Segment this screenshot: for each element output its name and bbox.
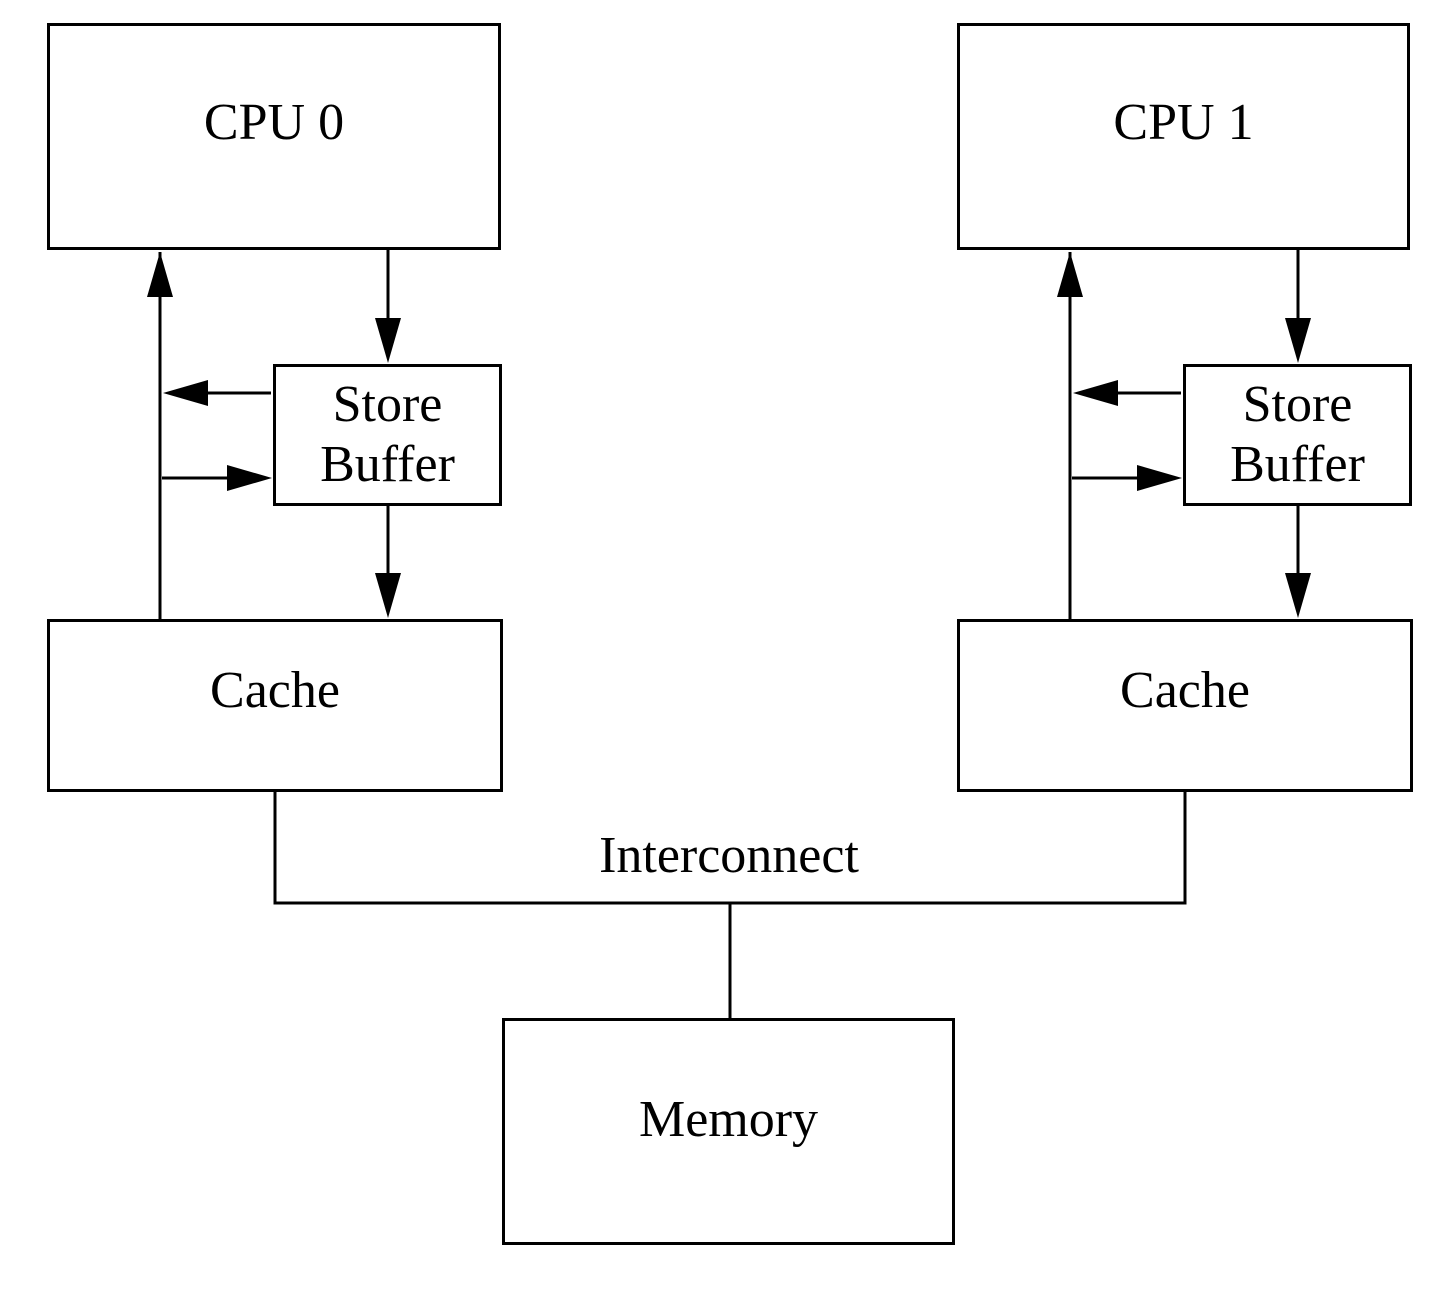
arrow-cpu0-to-storebuffer — [375, 250, 401, 363]
arrow-cache1-to-cpu1 — [1057, 252, 1083, 619]
arrow-storebuffer0-to-cache0 — [375, 506, 401, 618]
arrow-storebuffer0-to-cpu-path — [163, 380, 271, 406]
cpu0-box: CPU 0 — [47, 23, 501, 250]
memory-label: Memory — [638, 1091, 819, 1148]
store-buffer-left-label: Store Buffer — [320, 375, 455, 493]
arrow-cache0-to-cpu0 — [147, 252, 173, 619]
arrow-cpu-path-to-storebuffer0 — [162, 465, 272, 491]
interconnect-label: Interconnect — [599, 827, 859, 884]
store-buffer-left-box: Store Buffer — [273, 364, 502, 506]
cache-right-label: Cache — [1120, 662, 1250, 719]
arrow-storebuffer1-to-cpu-path — [1073, 380, 1181, 406]
arrow-cpu-path-to-storebuffer1 — [1072, 465, 1182, 491]
memory-box: Memory — [502, 1018, 955, 1245]
cache-right-box: Cache — [957, 619, 1413, 792]
cache-left-label: Cache — [210, 662, 340, 719]
cache-left-box: Cache — [47, 619, 503, 792]
store-buffer-right-label: Store Buffer — [1230, 375, 1365, 493]
store-buffer-right-box: Store Buffer — [1183, 364, 1412, 506]
cpu0-label: CPU 0 — [203, 94, 345, 151]
arrow-cpu1-to-storebuffer — [1285, 250, 1311, 363]
cpu1-box: CPU 1 — [957, 23, 1410, 250]
arrow-storebuffer1-to-cache1 — [1285, 506, 1311, 618]
cpu1-label: CPU 1 — [1113, 94, 1254, 151]
